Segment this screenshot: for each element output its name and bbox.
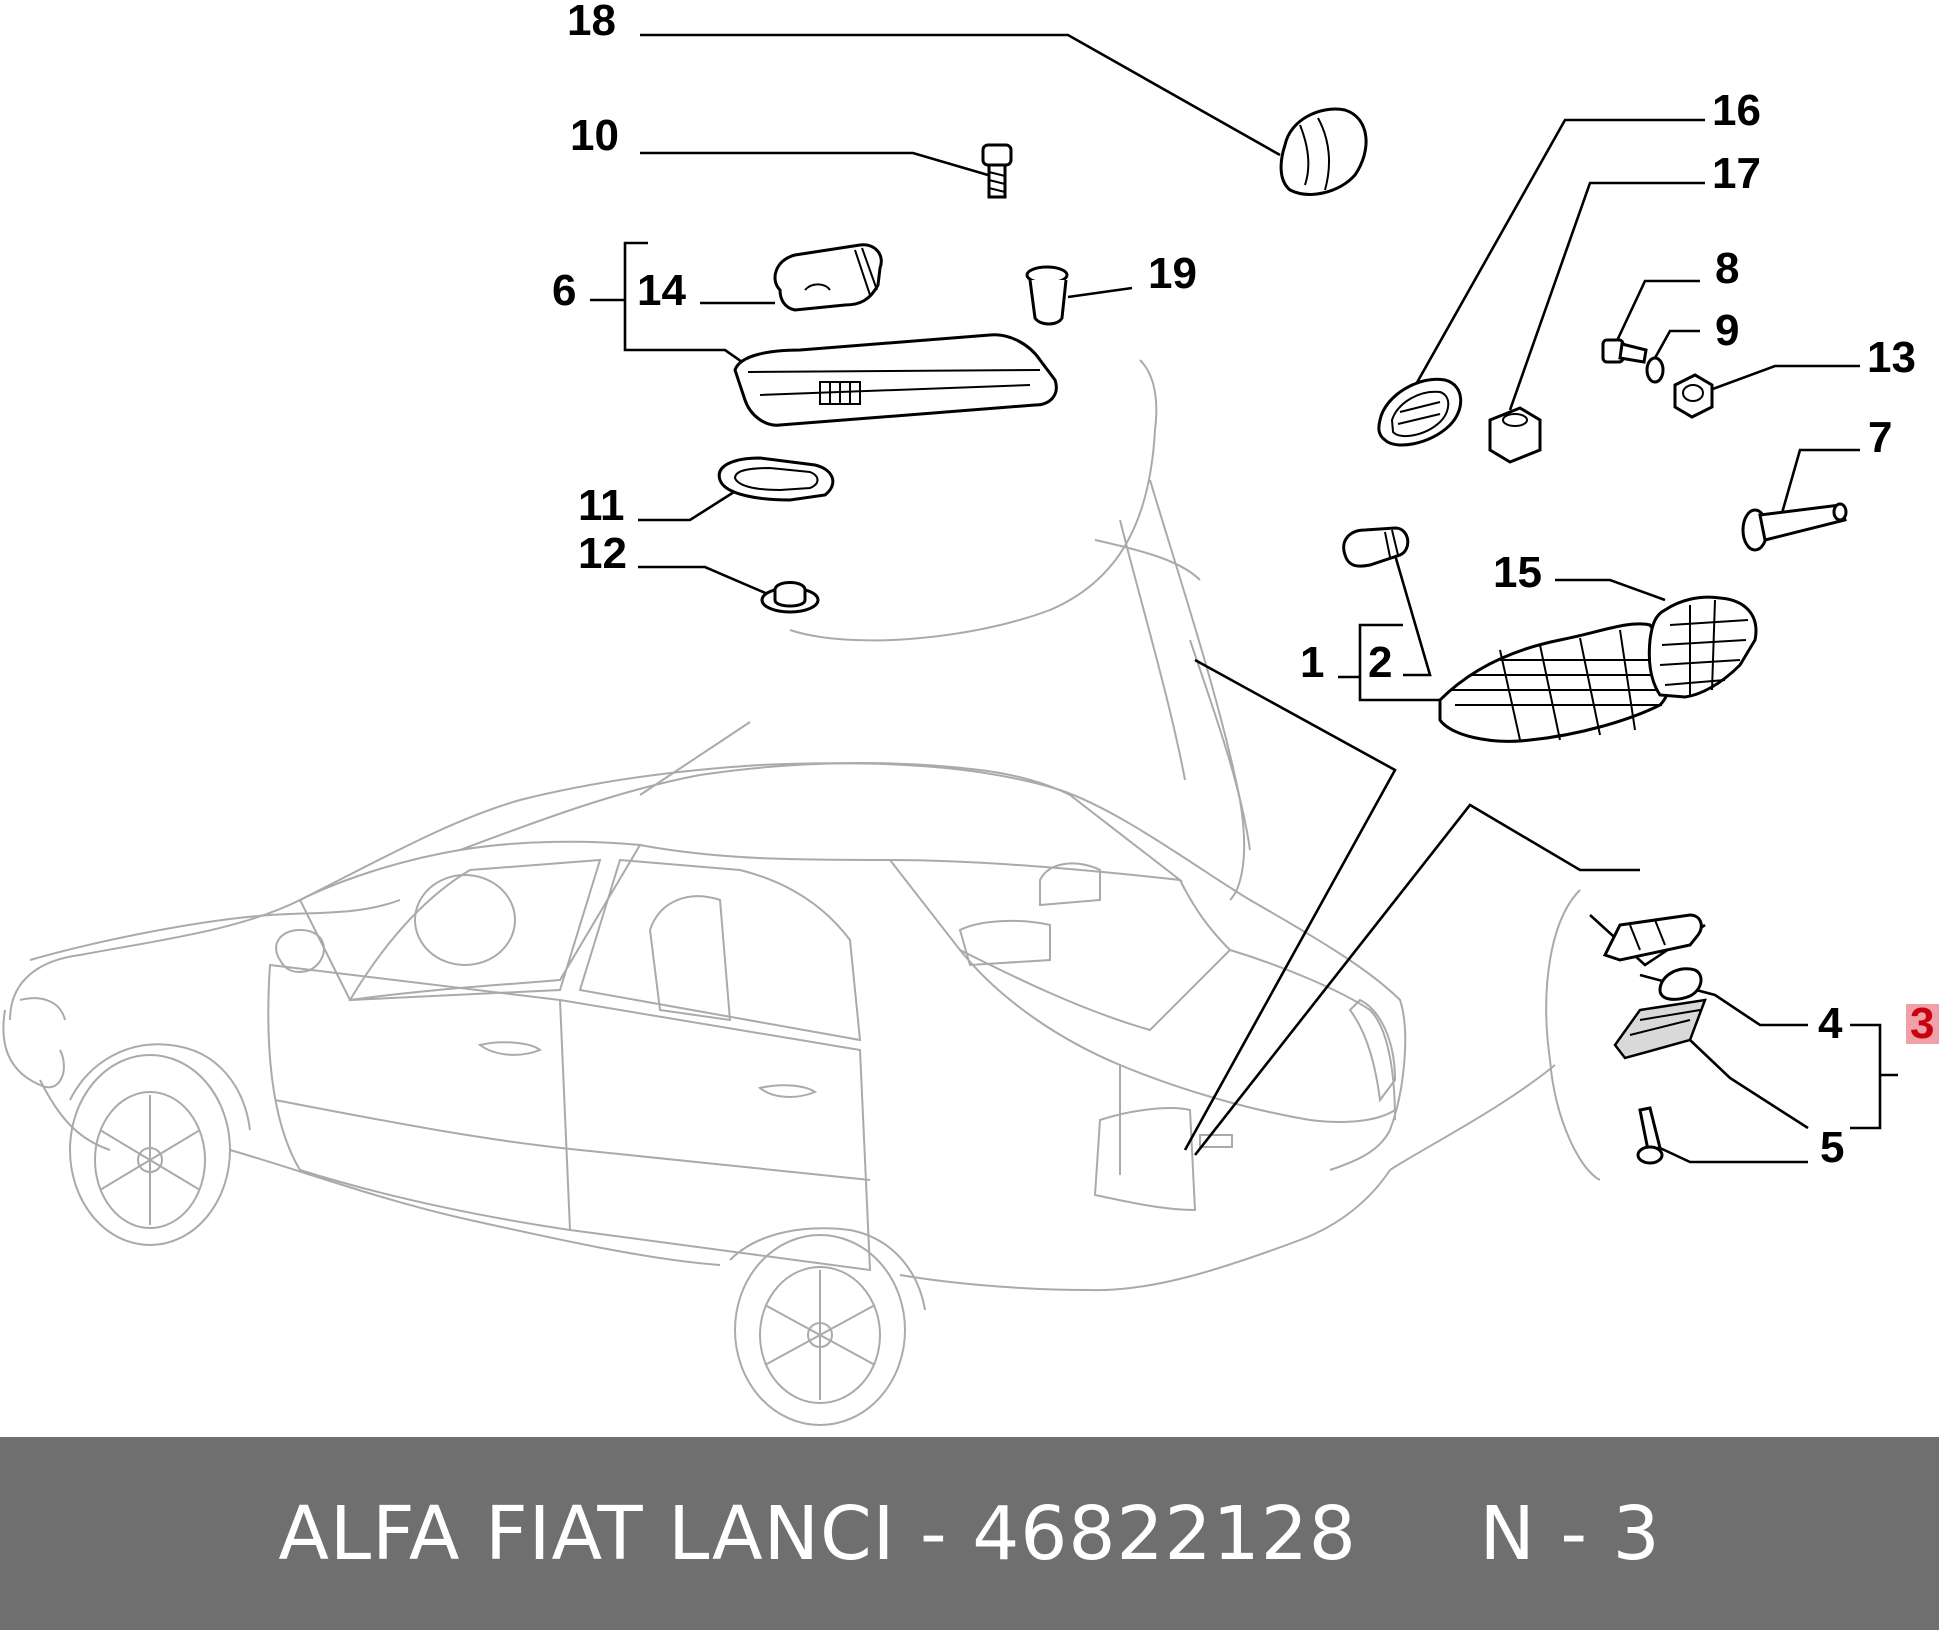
parts-diagram: 18 10 6 14 19 11 12 16 17 8 9 13 7 15 1 … [2, 0, 1939, 1426]
callout-16: 16 [1712, 86, 1761, 135]
part-9-washer [1645, 356, 1665, 384]
part-number-footer: ALFA FIAT LANCI - 46822128 N - 3 [0, 1437, 1939, 1630]
part-17-nut [1488, 406, 1542, 464]
callout-11: 11 [578, 481, 625, 530]
callout-8: 8 [1715, 244, 1739, 293]
footer-text: ALFA FIAT LANCI - 46822128 N - 3 [278, 1490, 1661, 1577]
part-12-nut [760, 581, 820, 614]
callout-5: 5 [1820, 1123, 1844, 1172]
callout-1: 1 [1300, 638, 1324, 687]
part-10-bolt [981, 143, 1013, 199]
part-16-gasket [1377, 377, 1463, 447]
callout-3: 3 [1910, 999, 1934, 1048]
part-19-clip [1025, 265, 1069, 326]
part-1-taillight [1438, 622, 1671, 743]
callout-14: 14 [637, 266, 686, 315]
part-5-screw [1636, 1106, 1664, 1165]
callout-6: 6 [552, 266, 576, 315]
callout-19: 19 [1148, 249, 1197, 298]
part-14-bulb [773, 243, 883, 312]
part-2-bulb [1342, 526, 1410, 568]
callout-7: 7 [1868, 413, 1892, 462]
callout-3-highlight [1906, 1004, 1939, 1044]
part-3-lens [1613, 998, 1707, 1060]
callout-18: 18 [567, 0, 616, 45]
callout-15: 15 [1493, 548, 1542, 597]
callout-12: 12 [578, 529, 627, 578]
callout-17: 17 [1712, 149, 1761, 198]
leader-lines [590, 33, 1898, 1164]
car-outline [2, 359, 1601, 1426]
part-8-screw [1601, 338, 1648, 364]
callout-10: 10 [570, 111, 619, 160]
part-4-bulb [1658, 967, 1703, 1001]
part-15-taillight [1647, 595, 1758, 699]
part-18-bracket [1279, 107, 1368, 196]
callout-13: 13 [1867, 333, 1916, 382]
part-4-lamp [1602, 913, 1703, 962]
callout-4: 4 [1818, 999, 1843, 1048]
callout-2: 2 [1368, 638, 1392, 687]
callout-9: 9 [1715, 306, 1739, 355]
part-6-housing [733, 333, 1058, 427]
part-7-sleeve [1741, 502, 1848, 552]
part-13-nut [1673, 373, 1714, 419]
callouts: 18 10 6 14 19 11 12 16 17 8 9 13 7 15 1 … [552, 0, 1939, 1172]
part-11-gasket [717, 456, 835, 502]
